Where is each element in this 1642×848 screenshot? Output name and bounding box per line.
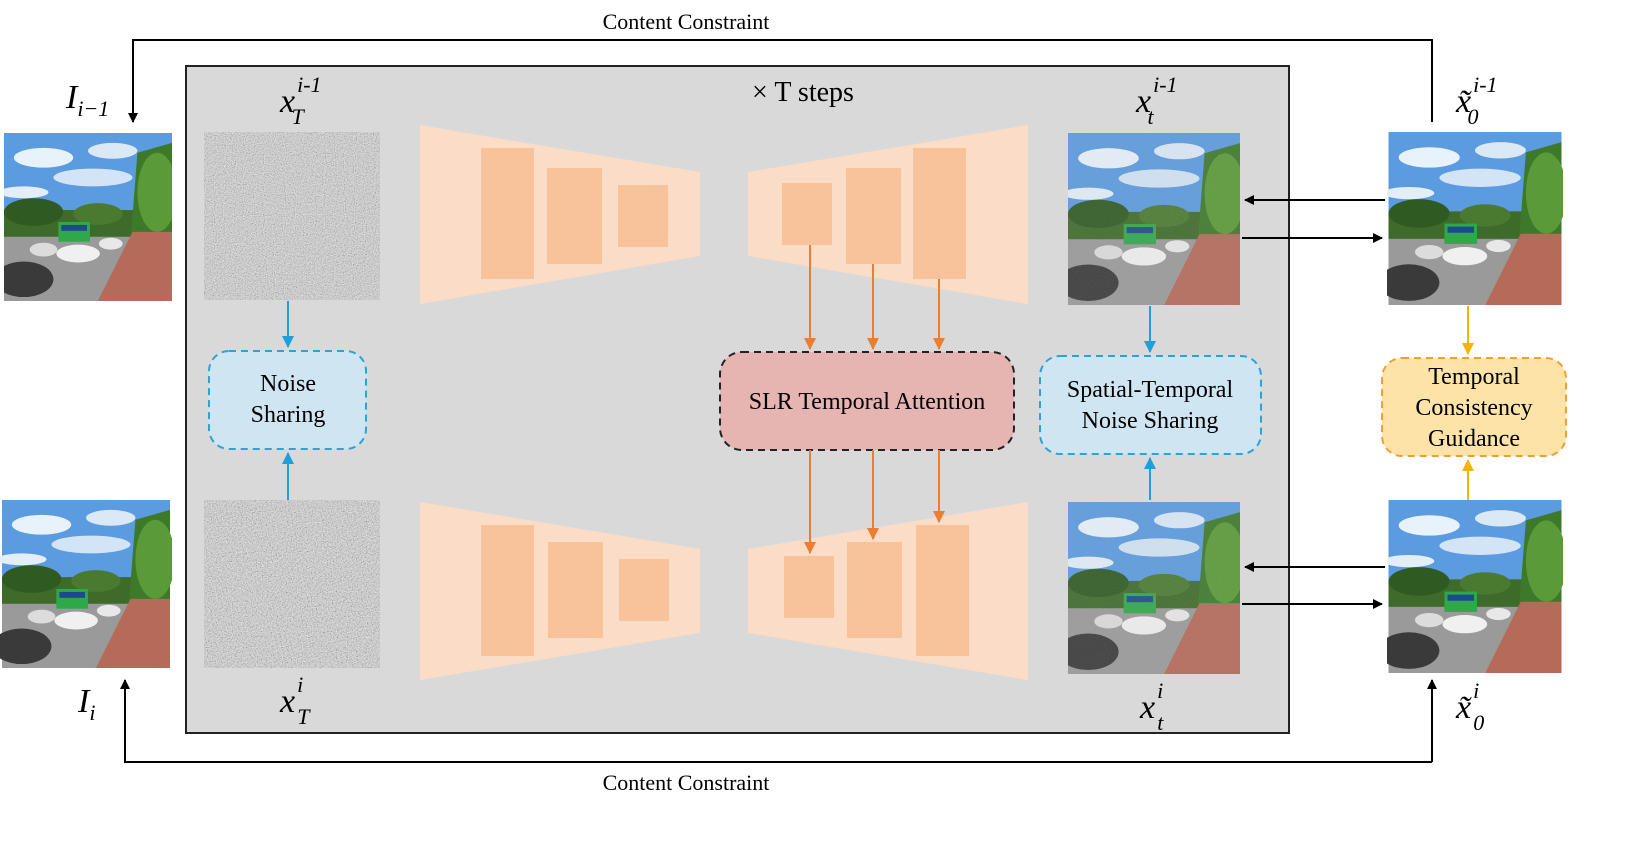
tc-guidance-line-3: Guidance [1428,426,1520,452]
input-curr-label: Ii [77,683,95,725]
unet-bottom-decoder [748,502,1028,680]
tc-guidance-line-2: Consistency [1415,395,1532,421]
noisy-frame-bottom [1068,502,1240,674]
output-frame-bottom [1387,500,1563,673]
noise-image-bottom [204,500,380,668]
noisy-frame-top [1068,133,1240,305]
unet-top-decoder [748,125,1028,304]
bottom-constraint-arrow-left [120,679,1432,763]
top-constraint-label: Content Constraint [603,9,770,34]
input-frame-curr [0,500,172,668]
input-prev-label: Ii−1 [65,79,109,121]
output-frame-top [1387,132,1563,305]
unet-top-encoder [420,125,700,304]
noise-image-top [204,132,380,300]
st-noise-sharing-line-1: Spatial-Temporal [1067,377,1234,403]
slr-attention-box [719,351,1015,451]
unet-bottom-encoder [420,502,700,680]
tc-guidance-line-1: Temporal [1428,364,1520,390]
noise-sharing-line-2: Sharing [251,402,326,428]
input-frame-prev [4,133,172,301]
noise-sharing-box [208,350,367,450]
top-constraint-arrow [128,39,1433,123]
st-noise-sharing-box [1039,355,1262,455]
steps-label: × T steps [752,77,854,108]
noise-sharing-line-1: Noise [260,371,316,397]
tc-guidance-box [1381,357,1567,457]
bottom-constraint-label: Content Constraint [603,770,770,795]
st-noise-sharing-line-2: Noise Sharing [1082,408,1219,434]
slr-attention-label: SLR Temporal Attention [749,389,986,415]
